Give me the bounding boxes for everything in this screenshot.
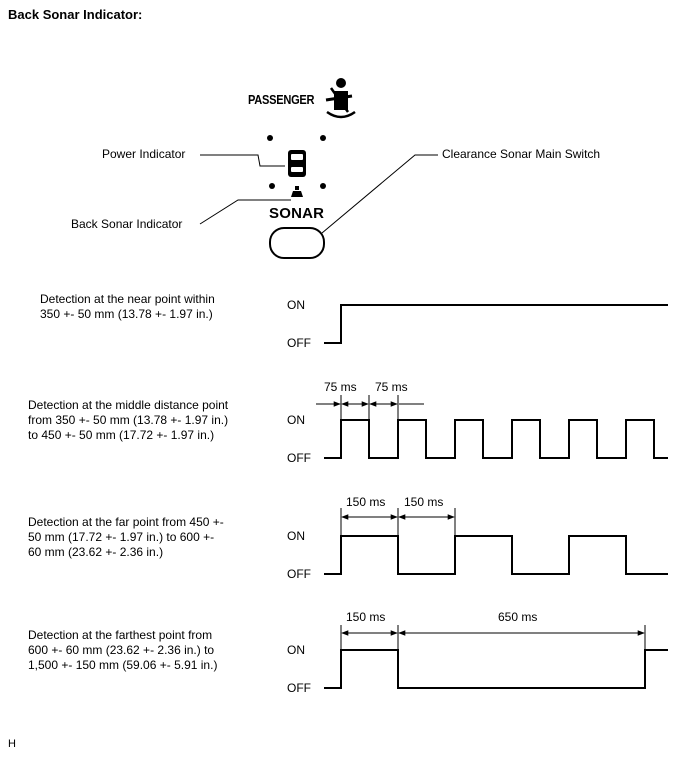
- sonar-label: SONAR: [269, 205, 325, 222]
- power-indicator-icon: [288, 150, 306, 177]
- main-switch-label: Clearance Sonar Main Switch: [442, 147, 601, 161]
- power-indicator-label: Power Indicator: [102, 147, 186, 161]
- back-sonar-indicator-label: Back Sonar Indicator: [71, 217, 183, 231]
- timing-label: 150 ms: [346, 495, 386, 509]
- figure-code: H: [8, 738, 16, 750]
- page-title: Back Sonar Indicator:: [8, 7, 143, 22]
- timing-label: 75 ms: [324, 380, 357, 394]
- timing-label: 150 ms: [404, 495, 444, 509]
- off-label: OFF: [287, 336, 311, 350]
- timing-extension-lines: [340, 395, 646, 650]
- timing-label: 75 ms: [375, 380, 408, 394]
- main-switch[interactable]: [269, 227, 325, 259]
- callout-lines: [199, 154, 438, 234]
- waveform-farthest: [324, 649, 668, 689]
- indicator-dots: [267, 135, 326, 189]
- off-label: OFF: [287, 567, 311, 581]
- back-sonar-cone-icon: [291, 186, 303, 197]
- on-label: ON: [287, 643, 305, 657]
- description-far: Detection at the far point from 450 +- 5…: [28, 515, 224, 559]
- seatbelt-icon: [325, 78, 356, 119]
- off-label: OFF: [287, 451, 311, 465]
- description-near: Detection at the near point within 350 +…: [40, 292, 215, 321]
- timing-label: 150 ms: [346, 610, 386, 624]
- dimension-arrows: [316, 401, 645, 636]
- waveform-near: [324, 304, 668, 344]
- passenger-label: PASSENGER: [248, 92, 315, 107]
- timing-label: 650 ms: [498, 610, 538, 624]
- off-label: OFF: [287, 681, 311, 695]
- waveform-far: [324, 535, 668, 575]
- description-middle: Detection at the middle distance point f…: [28, 398, 229, 442]
- on-label: ON: [287, 298, 305, 312]
- description-farthest: Detection at the farthest point from 600…: [28, 628, 218, 672]
- on-label: ON: [287, 529, 305, 543]
- on-label: ON: [287, 413, 305, 427]
- waveform-middle: [324, 419, 668, 459]
